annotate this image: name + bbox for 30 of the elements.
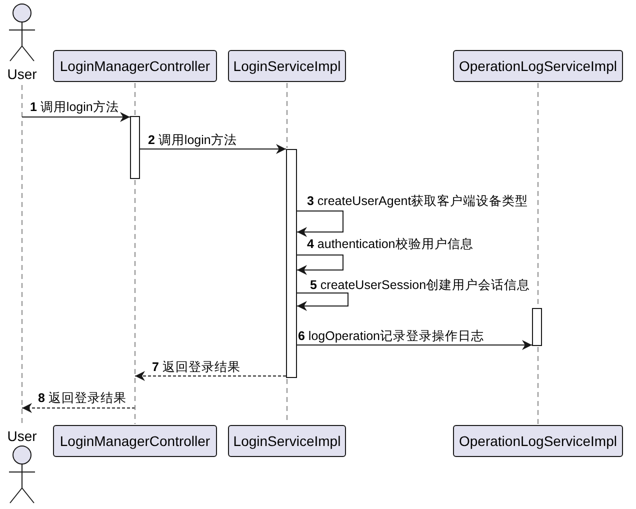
message-arrow	[296, 340, 532, 350]
message-label: 4 authentication校验用户信息	[307, 237, 474, 252]
message-label: 7 返回登录结果	[152, 360, 240, 375]
self-message-arrow	[296, 292, 348, 311]
message-label: 8 返回登录结果	[38, 391, 126, 406]
activation-bar	[130, 116, 140, 179]
message-label: 1 调用login方法	[30, 100, 119, 115]
activation-bar	[532, 308, 542, 346]
lifeline	[134, 180, 136, 424]
participant-box: LoginServiceImpl	[228, 425, 346, 457]
participant-box: OperationLogServiceImpl	[453, 50, 623, 82]
message-arrow	[22, 112, 130, 122]
self-message-arrow	[296, 254, 344, 275]
participant-box: LoginManagerController	[53, 50, 217, 82]
participant-box: LoginServiceImpl	[228, 50, 346, 82]
lifeline	[134, 82, 136, 116]
message-label: 3 createUserAgent获取客户端设备类型	[307, 194, 528, 209]
message-label: 6 logOperation记录登录操作日志	[298, 329, 484, 344]
message-arrow	[134, 371, 286, 381]
message-arrow	[22, 403, 136, 413]
message-label: 2 调用login方法	[148, 133, 237, 148]
message-arrow	[140, 144, 286, 154]
participant-box: OperationLogServiceImpl	[453, 425, 623, 457]
lifeline	[286, 82, 288, 148]
self-message-arrow	[296, 210, 344, 237]
actor-label: User	[7, 66, 37, 82]
message-label: 5 createUserSession创建用户会话信息	[310, 278, 530, 293]
participant-box: LoginManagerController	[53, 425, 217, 457]
actor-label: User	[7, 428, 37, 444]
activation-bar	[286, 149, 297, 378]
